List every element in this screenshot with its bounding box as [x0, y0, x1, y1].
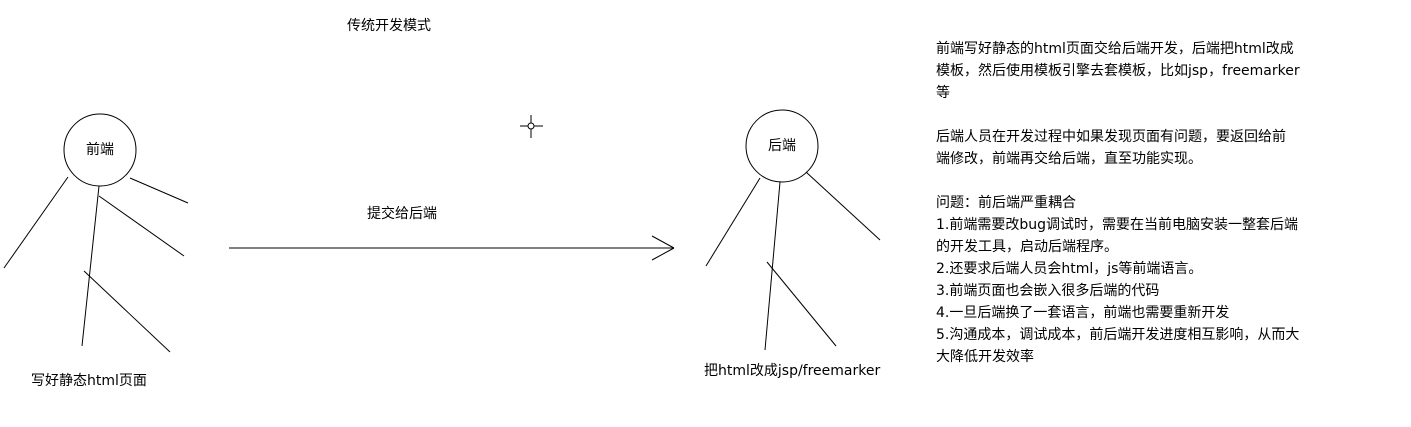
- description-line: 前端写好静态的html页面交给后端开发，后端把html改成: [936, 41, 1294, 57]
- frontend-body: [81, 185, 100, 347]
- problem-item: 1.前端需要改bug调试时，需要在当前电脑安装一整套后端: [936, 217, 1299, 233]
- description-block: 前端写好静态的html页面交给后端开发，后端把html改成 模板，然后使用模板引…: [936, 38, 1376, 368]
- description-line: 端修改，前端再交给后端，直至功能实现。: [936, 151, 1202, 167]
- problems-list: 问题：前后端严重耦合 1.前端需要改bug调试时，需要在当前电脑安装一整套后端 …: [936, 192, 1376, 368]
- backend-left-arm: [705, 177, 761, 267]
- problem-item: 5.沟通成本，调试成本，前后端开发进度相互影响，从而大: [936, 327, 1300, 343]
- backend-body: [764, 181, 781, 351]
- diagram-title: 传统开发模式: [347, 18, 431, 34]
- description-line: 模板，然后使用模板引擎去套模板，比如jsp，freemarker: [936, 63, 1300, 79]
- problems-heading: 问题：前后端严重耦合: [936, 195, 1076, 211]
- backend-stick-figure: [705, 109, 881, 351]
- backend-right-arm: [805, 171, 881, 241]
- frontend-head: [63, 113, 137, 187]
- description-line: 后端人员在开发过程中如果发现页面有问题，要返回给前: [936, 129, 1286, 145]
- problem-item: 4.一旦后端换了一套语言，前端也需要重新开发: [936, 305, 1230, 321]
- submit-arrow: [229, 235, 675, 261]
- frontend-left-arm: [3, 176, 69, 269]
- problem-item: 大降低开发效率: [936, 349, 1034, 365]
- description-line: 等: [936, 85, 950, 101]
- arrow-label: 提交给后端: [367, 206, 437, 222]
- backend-leg: [766, 261, 837, 347]
- description-paragraph-1: 前端写好静态的html页面交给后端开发，后端把html改成 模板，然后使用模板引…: [936, 38, 1376, 104]
- backend-head: [745, 109, 819, 183]
- problem-item: 的开发工具，启动后端程序。: [936, 239, 1118, 255]
- description-paragraph-2: 后端人员在开发过程中如果发现页面有问题，要返回给前 端修改，前端再交给后端，直至…: [936, 126, 1376, 170]
- problem-item: 2.还要求后端人员会html，js等前端语言。: [936, 261, 1203, 277]
- frontend-leg: [83, 270, 171, 353]
- frontend-arm-lower: [98, 195, 185, 257]
- frontend-caption: 写好静态html页面: [31, 373, 147, 389]
- backend-name-label: 后端: [768, 138, 796, 154]
- frontend-name-label: 前端: [86, 142, 114, 158]
- crosshair-cursor-icon: [520, 115, 543, 138]
- frontend-stick-figure: [3, 113, 189, 353]
- arrow-head-upper: [651, 235, 675, 249]
- problem-item: 3.前端页面也会嵌入很多后端的代码: [936, 283, 1160, 299]
- frontend-right-arm: [129, 177, 189, 204]
- arrow-head-lower: [651, 247, 675, 261]
- backend-caption: 把html改成jsp/freemarker: [704, 363, 881, 379]
